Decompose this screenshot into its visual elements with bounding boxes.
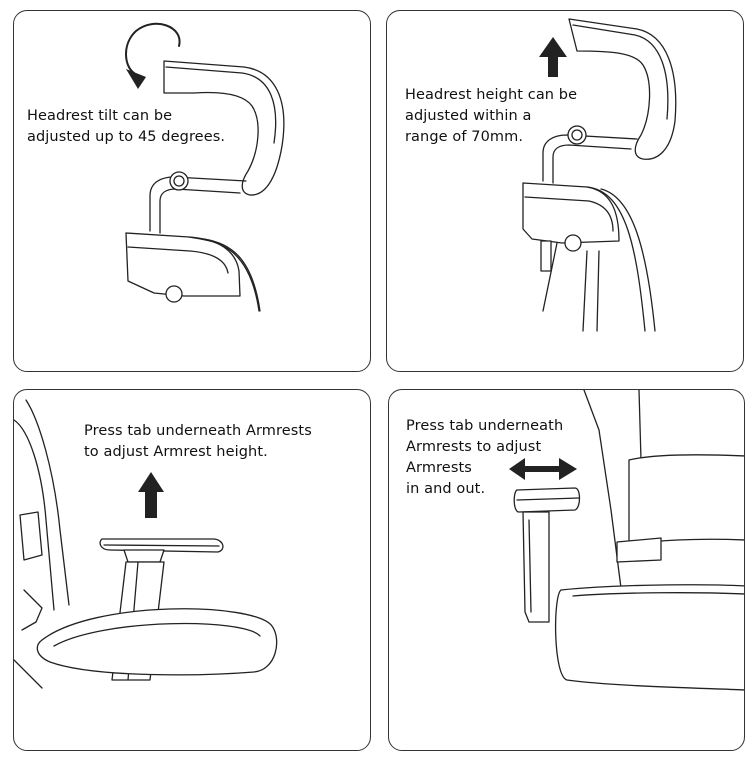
curved-arrow-icon [125,22,181,89]
panel-armrest-width: Press tab underneath Armrests to adjust … [388,389,745,751]
up-arrow-icon [539,37,567,77]
up-arrow-icon [138,472,164,518]
caption-armrest-height: Press tab underneath Armrests to adjust … [84,423,312,460]
panel-armrest-height: Press tab underneath Armrests to adjust … [13,389,371,751]
headrest-tilt-illustration [125,22,285,312]
headrest-height-illustration [522,18,677,332]
armrest-height-illustration [14,399,278,689]
double-arrow-icon [509,458,577,480]
panel-headrest-tilt: Headrest tilt can be adjusted up to 45 d… [13,10,371,372]
armrest-width-illustration [509,390,744,691]
caption-headrest-height: Headrest height can be adjusted within a… [405,87,578,145]
caption-armrest-width: Press tab underneath Armrests to adjust … [406,418,564,497]
panel-headrest-height: Headrest height can be adjusted within a… [386,10,744,372]
caption-headrest-tilt: Headrest tilt can be adjusted up to 45 d… [27,108,226,145]
